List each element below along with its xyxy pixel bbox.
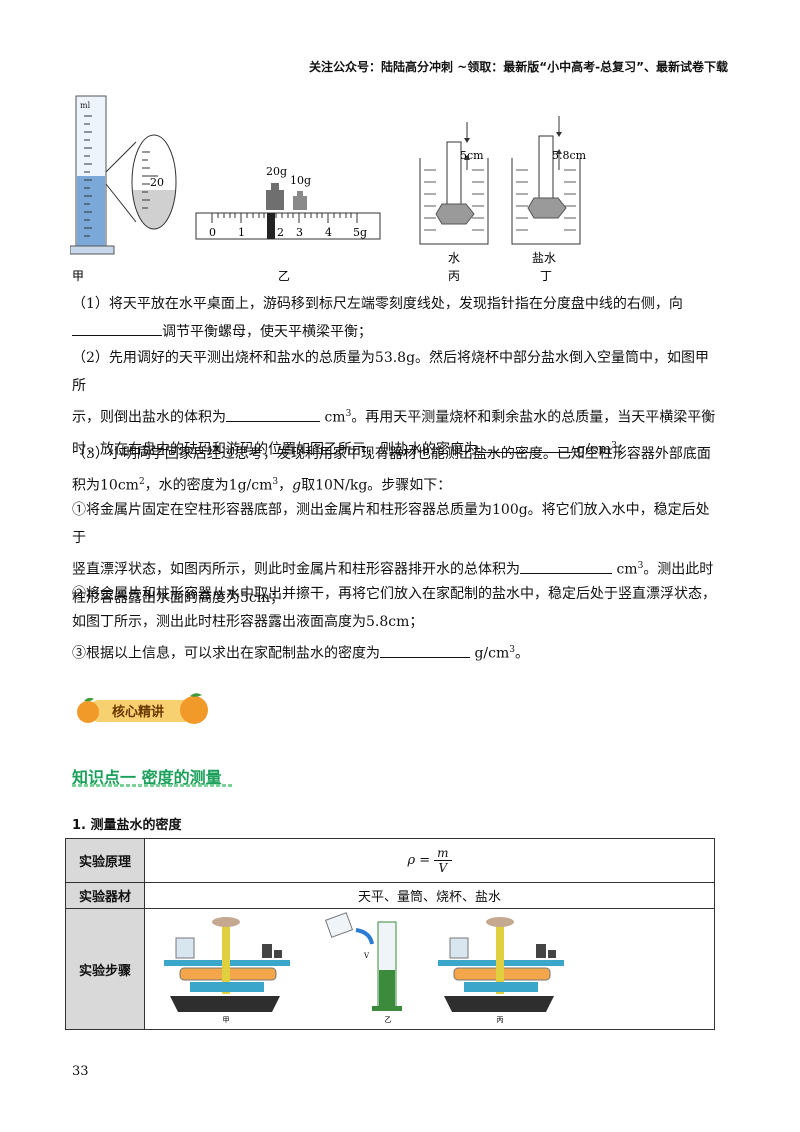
- formula-rho: ρ =: [407, 853, 431, 868]
- step3-sup: 3: [509, 645, 515, 655]
- balance-jia: [163, 917, 290, 1012]
- q3-area: 10cm: [100, 477, 139, 494]
- q2-text-a: （2）先用调好的天平测出烧杯和盐水的总质量为53.8g。然后将烧杯中部分盐水倒入…: [72, 350, 710, 394]
- step2-text-a: ②将金属片和柱形容器从水中取出并擦干，再将它们放入在家配制的盐水中，稳定后处于竖…: [72, 586, 716, 602]
- q2-sup-b: 3: [611, 440, 617, 451]
- caption-yi: 乙: [278, 269, 290, 283]
- q2-text-c: 。再用天平测量烧杯和剩余盐水的总质量，当天平横梁平衡: [351, 409, 716, 426]
- step1-sup: 3: [637, 561, 644, 571]
- table-row: 实验步骤: [65, 908, 715, 1030]
- q3-g: g: [292, 477, 302, 494]
- bing-depth-label: 5cm: [460, 149, 484, 162]
- step-caption-jia: 甲: [222, 1016, 229, 1024]
- step-2: ②将金属片和柱形容器从水中取出并擦干，再将它们放入在家配制的盐水中，稳定后处于竖…: [72, 580, 722, 636]
- container-in-water-bing: 5cm 水: [419, 122, 489, 265]
- formula-denominator: V: [438, 861, 448, 875]
- row-equipment-value: 天平、量筒、烧杯、盐水: [144, 882, 715, 909]
- answer-blank-4[interactable]: [520, 559, 612, 574]
- step-1: ①将金属片固定在空柱形容器底部，测出金属片和柱形容器总质量为100g。将它们放入…: [72, 496, 722, 612]
- graduated-cylinder-jia: ml 20: [70, 95, 177, 255]
- step1-text-b: 竖直漂浮状态，如图丙所示，则此时金属片和柱形容器排开水的总体积为: [72, 561, 520, 578]
- ruler-tick-1: 1: [238, 226, 245, 239]
- step1-text-a: ①将金属片固定在空柱形容器底部，测出金属片和柱形容器总质量为100g。将它们放入…: [72, 502, 710, 546]
- caption-ding: 丁: [540, 269, 552, 283]
- question-3: （3）小明同学回家后经过思考，发现利用家中现有器材也能测出盐水的密度。已知空柱形…: [72, 440, 722, 500]
- answer-blank-1[interactable]: [72, 321, 162, 336]
- q1-text-b: 调节平衡螺母，使天平横梁平衡；: [162, 324, 372, 340]
- ruler-tick-2: 2: [277, 226, 284, 239]
- orange-icon: [77, 701, 99, 723]
- orange-icon: [180, 696, 208, 724]
- zoom-mark: 20: [150, 176, 164, 189]
- experiment-figure: ml 20 20g 10g: [70, 95, 587, 283]
- q3-density-sup: 3: [272, 477, 279, 487]
- q3-text-b1: 积为: [72, 477, 100, 494]
- answer-blank-2[interactable]: [226, 407, 320, 422]
- water-label: 水: [448, 251, 460, 265]
- table-row: 实验原理 ρ = m V: [65, 838, 715, 883]
- page-number: 33: [72, 1064, 89, 1079]
- step3-text-a: ③根据以上信息，可以求出在家配制盐水的密度为: [72, 645, 380, 662]
- balance-bing: [437, 917, 564, 1012]
- q3-text-b3: ，: [278, 477, 293, 494]
- brine-label: 盐水: [532, 251, 556, 265]
- ding-depth-label: 5.8cm: [552, 149, 587, 162]
- step-caption-bing: 丙: [496, 1016, 503, 1024]
- ruler-tick-4: 4: [325, 226, 332, 239]
- row-equipment-header: 实验器材: [65, 882, 145, 909]
- step2-text-b: 如图丁所示，测出此时柱形容器露出液面高度为5.8cm；: [72, 614, 424, 630]
- core-lecture-badge: 核心精讲: [77, 693, 208, 724]
- step1-unit: cm: [616, 561, 638, 578]
- q2-text-e: ；: [616, 441, 631, 458]
- q2-text-d: 时，放在右盘中的砝码和游码的位置如图乙所示，则盐水的密度为: [72, 441, 478, 458]
- step3-unit: g/cm: [474, 645, 510, 662]
- badge-text: 核心精讲: [112, 704, 164, 720]
- weight-20-label: 20g: [266, 165, 287, 178]
- answer-blank-5[interactable]: [380, 643, 470, 658]
- step1-text-d: 柱形容器露出水面的高度为5cm；: [72, 589, 285, 606]
- step1-text-c: 。测出此时: [643, 561, 714, 578]
- container-in-brine-ding: 5.8cm 盐水: [511, 116, 587, 265]
- table-row: 实验器材 天平、量筒、烧杯、盐水: [65, 882, 715, 909]
- q1-text-a: （1）将天平放在水平桌面上，游码移到标尺左端零刻度线处，发现指针指在分度盘中线的…: [72, 296, 683, 312]
- row-steps-value: V 甲 乙 丙: [144, 908, 715, 1030]
- cylinder-yi: V: [324, 912, 402, 1011]
- experiment-table: 实验原理 ρ = m V 实验器材 天平、量筒、烧杯、盐水 实验步骤: [65, 838, 715, 1030]
- q3-text-a: （3）小明同学回家后经过思考，发现利用家中现有器材也能测出盐水的密度。已知空柱形…: [72, 446, 711, 462]
- row-steps-header: 实验步骤: [65, 908, 145, 1030]
- q3-area-sup: 2: [138, 477, 145, 487]
- page-header: 关注公众号：陆陆高分冲刺 ~领取：最新版“小中高考-总复习”、最新试卷下载: [309, 60, 728, 74]
- weights-and-ruler-yi: 20g 10g 0 1 2 3 4 5g: [195, 165, 381, 240]
- v-label: V: [363, 952, 370, 960]
- q2-sup-a: 3: [345, 409, 352, 419]
- caption-bing: 丙: [448, 269, 460, 283]
- row-principle-header: 实验原理: [65, 838, 145, 883]
- question-1: （1）将天平放在水平桌面上，游码移到标尺左端零刻度线处，发现指针指在分度盘中线的…: [72, 290, 722, 346]
- section-title: 1. 测量盐水的密度: [72, 818, 182, 833]
- ruler-tick-3: 3: [296, 226, 303, 239]
- formula-numerator: m: [434, 846, 452, 861]
- q2-unit-cm: cm: [324, 409, 346, 426]
- cylinder-unit: ml: [80, 101, 91, 110]
- caption-jia: 甲: [72, 269, 84, 283]
- knowledge-point-title: 知识点一 密度的测量: [72, 768, 222, 787]
- row-principle-value: ρ = m V: [144, 838, 715, 883]
- weight-10-label: 10g: [290, 174, 311, 187]
- ruler-tick-5: 5g: [353, 226, 367, 239]
- step-caption-yi: 乙: [384, 1016, 391, 1024]
- step-3: ③根据以上信息，可以求出在家配制盐水的密度为 g/cm3。: [72, 636, 722, 668]
- step3-text-b: 。: [514, 645, 529, 662]
- steps-illustration: V 甲 乙 丙: [163, 912, 564, 1024]
- title-underline: [72, 784, 234, 787]
- answer-blank-3[interactable]: [478, 438, 572, 454]
- question-2: （2）先用调好的天平测出烧杯和盐水的总质量为53.8g。然后将烧杯中部分盐水倒入…: [72, 344, 722, 463]
- q3-density: 1g/cm: [228, 477, 273, 494]
- q2-unit-gcm: g/cm: [576, 441, 612, 458]
- ruler-tick-0: 0: [209, 226, 216, 239]
- q3-text-b4: 取10N/kg。步骤如下：: [301, 477, 452, 494]
- q3-text-b2: ，水的密度为: [144, 477, 229, 494]
- q2-text-b: 示，则倒出盐水的体积为: [72, 409, 226, 426]
